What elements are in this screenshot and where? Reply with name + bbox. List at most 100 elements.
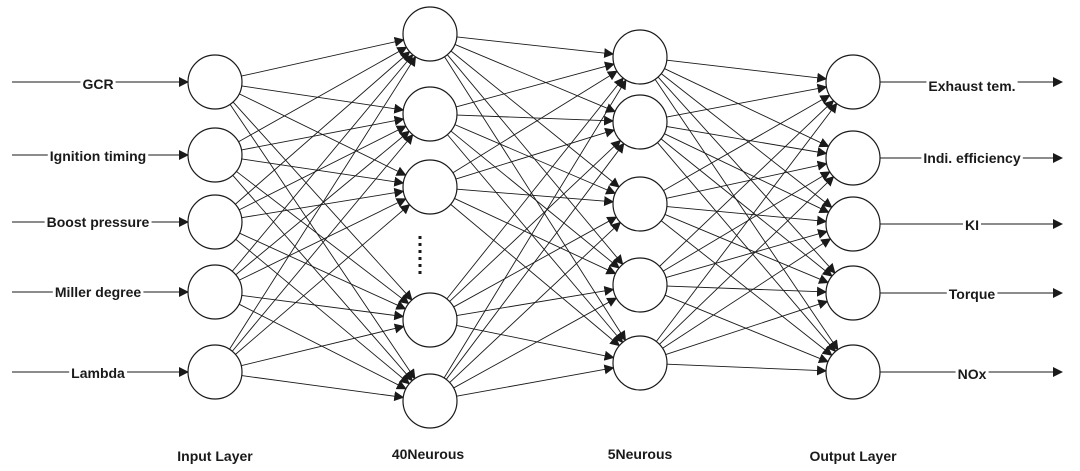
connection-input-0-hidden1-1 [241, 85, 405, 114]
label-background [963, 217, 981, 233]
connection-input-2-hidden1-0 [235, 51, 411, 205]
label-background [47, 148, 149, 164]
connection-input-3-hidden1-3 [241, 295, 405, 321]
connections-group [229, 36, 839, 402]
connection-hidden2-0-output-1 [664, 68, 830, 148]
output-label-exhaust-temperature: Exhaust tem. [928, 78, 1015, 94]
connection-input-1-hidden1-3 [236, 171, 410, 305]
connection-input-4-hidden1-2 [235, 203, 411, 355]
connection-input-3-hidden1-4 [238, 303, 407, 390]
connection-hidden2-3-output-1 [662, 171, 831, 272]
input-neuron-2 [187, 194, 243, 250]
hidden2-neuron-3 [612, 257, 668, 313]
hidden2-neuron-0 [612, 29, 668, 85]
hidden2-neuron-2 [612, 176, 668, 232]
connection-hidden1-1-hidden2-1 [456, 114, 615, 126]
connection-hidden2-4-output-0 [655, 102, 838, 342]
connection-input-0-hidden1-0 [241, 36, 405, 77]
output-label-indicated-efficiency: Indi. efficiency [923, 150, 1020, 166]
connection-input-0-hidden1-4 [229, 104, 416, 380]
connection-hidden1-4-hidden2-3 [453, 297, 618, 389]
connection-hidden2-0-output-4 [654, 79, 839, 351]
connection-input-3-hidden1-2 [239, 198, 407, 281]
connection-hidden1-3-hidden2-4 [456, 324, 615, 361]
output-label-nox: NOx [958, 366, 987, 382]
connection-hidden2-4-output-2 [662, 238, 832, 349]
connection-hidden2-0-output-0 [666, 59, 828, 83]
connection-hidden1-1-hidden2-4 [447, 134, 624, 344]
connection-input-2-hidden1-2 [241, 187, 405, 219]
connection-hidden2-3-output-4 [664, 294, 829, 364]
label-background [80, 76, 116, 92]
connection-hidden2-2-output-2 [666, 206, 828, 226]
connection-hidden1-2-hidden2-1 [455, 127, 616, 180]
connection-hidden2-0-output-2 [660, 73, 833, 208]
connection-input-2-hidden1-3 [239, 232, 407, 310]
input-neuron-3 [187, 264, 243, 320]
connection-input-4-hidden1-1 [231, 133, 414, 352]
output-neuron-4 [825, 344, 881, 400]
output-neuron-2 [825, 196, 881, 252]
connection-hidden2-1-output-2 [664, 133, 830, 213]
hidden2-neuron-1 [612, 94, 668, 150]
connection-hidden1-1-hidden2-0 [455, 61, 615, 108]
label-background [44, 214, 152, 230]
connection-input-1-hidden1-0 [238, 46, 408, 143]
connection-input-4-hidden1-3 [241, 323, 405, 367]
output-label-ki: KI [965, 217, 979, 233]
label-background [955, 366, 989, 382]
input-label-ignition-timing: Ignition timing [50, 148, 146, 164]
connection-hidden2-0-output-3 [657, 76, 836, 274]
connection-hidden1-0-hidden2-0 [456, 36, 615, 59]
input-label-miller-degree: Miller degree [55, 284, 142, 300]
connection-hidden1-3-hidden2-0 [446, 77, 624, 300]
label-background [921, 150, 1023, 166]
connection-hidden1-2-hidden2-3 [454, 198, 617, 275]
layer-label-input: Input Layer [177, 448, 253, 464]
input-neuron-1 [187, 127, 243, 183]
output-neuron-1 [825, 130, 881, 186]
input-label-boost-pressure: Boost pressure [47, 214, 150, 230]
layer-label-output: Output Layer [809, 448, 897, 464]
label-background [52, 284, 144, 300]
connection-hidden2-2-output-4 [660, 220, 833, 356]
connection-hidden1-0-hidden2-4 [444, 56, 627, 342]
output-neuron-3 [825, 265, 881, 321]
connection-input-1-hidden1-4 [232, 175, 413, 382]
connection-hidden2-3-output-3 [666, 285, 828, 297]
connection-input-2-hidden1-1 [238, 125, 407, 211]
output-label-torque: Torque [949, 286, 996, 302]
hidden1-neuron-3 [402, 292, 458, 348]
label-background [69, 365, 128, 381]
connection-hidden2-1-output-1 [666, 126, 828, 157]
connection-hidden2-1-output-0 [666, 83, 828, 118]
connection-input-2-hidden1-4 [235, 238, 411, 385]
connection-hidden1-2-hidden2-2 [456, 188, 615, 207]
connection-hidden2-4-output-1 [659, 176, 835, 345]
connection-hidden2-2-output-0 [663, 94, 831, 191]
hidden-1-ellipsis [418, 236, 422, 274]
connection-hidden1-4-hidden2-0 [443, 79, 627, 379]
connection-hidden2-3-output-0 [659, 99, 835, 267]
connection-hidden1-1-hidden2-2 [454, 124, 617, 195]
connection-input-0-hidden1-3 [232, 101, 413, 301]
hidden1-neuron-2 [402, 159, 458, 215]
connection-hidden2-4-output-4 [666, 363, 828, 376]
connection-hidden1-0-hidden2-2 [450, 50, 620, 188]
connection-hidden2-3-output-2 [665, 229, 829, 278]
connection-hidden2-4-output-3 [665, 299, 829, 355]
nodes-group [187, 6, 881, 429]
input-neuron-4 [187, 344, 243, 400]
connection-input-4-hidden1-0 [229, 55, 417, 350]
connection-hidden1-4-hidden2-2 [449, 221, 622, 383]
hidden2-neuron-4 [612, 335, 668, 391]
connection-hidden1-3-hidden2-1 [449, 139, 622, 302]
connection-input-4-hidden1-4 [241, 375, 405, 402]
connection-hidden1-1-hidden2-3 [450, 130, 620, 269]
label-background [946, 286, 998, 302]
io-lines-group [12, 77, 1063, 377]
connection-hidden1-0-hidden2-1 [454, 44, 617, 113]
layer-label-hidden-1: 40Neurous [392, 446, 465, 462]
connection-input-3-hidden1-0 [231, 53, 414, 272]
